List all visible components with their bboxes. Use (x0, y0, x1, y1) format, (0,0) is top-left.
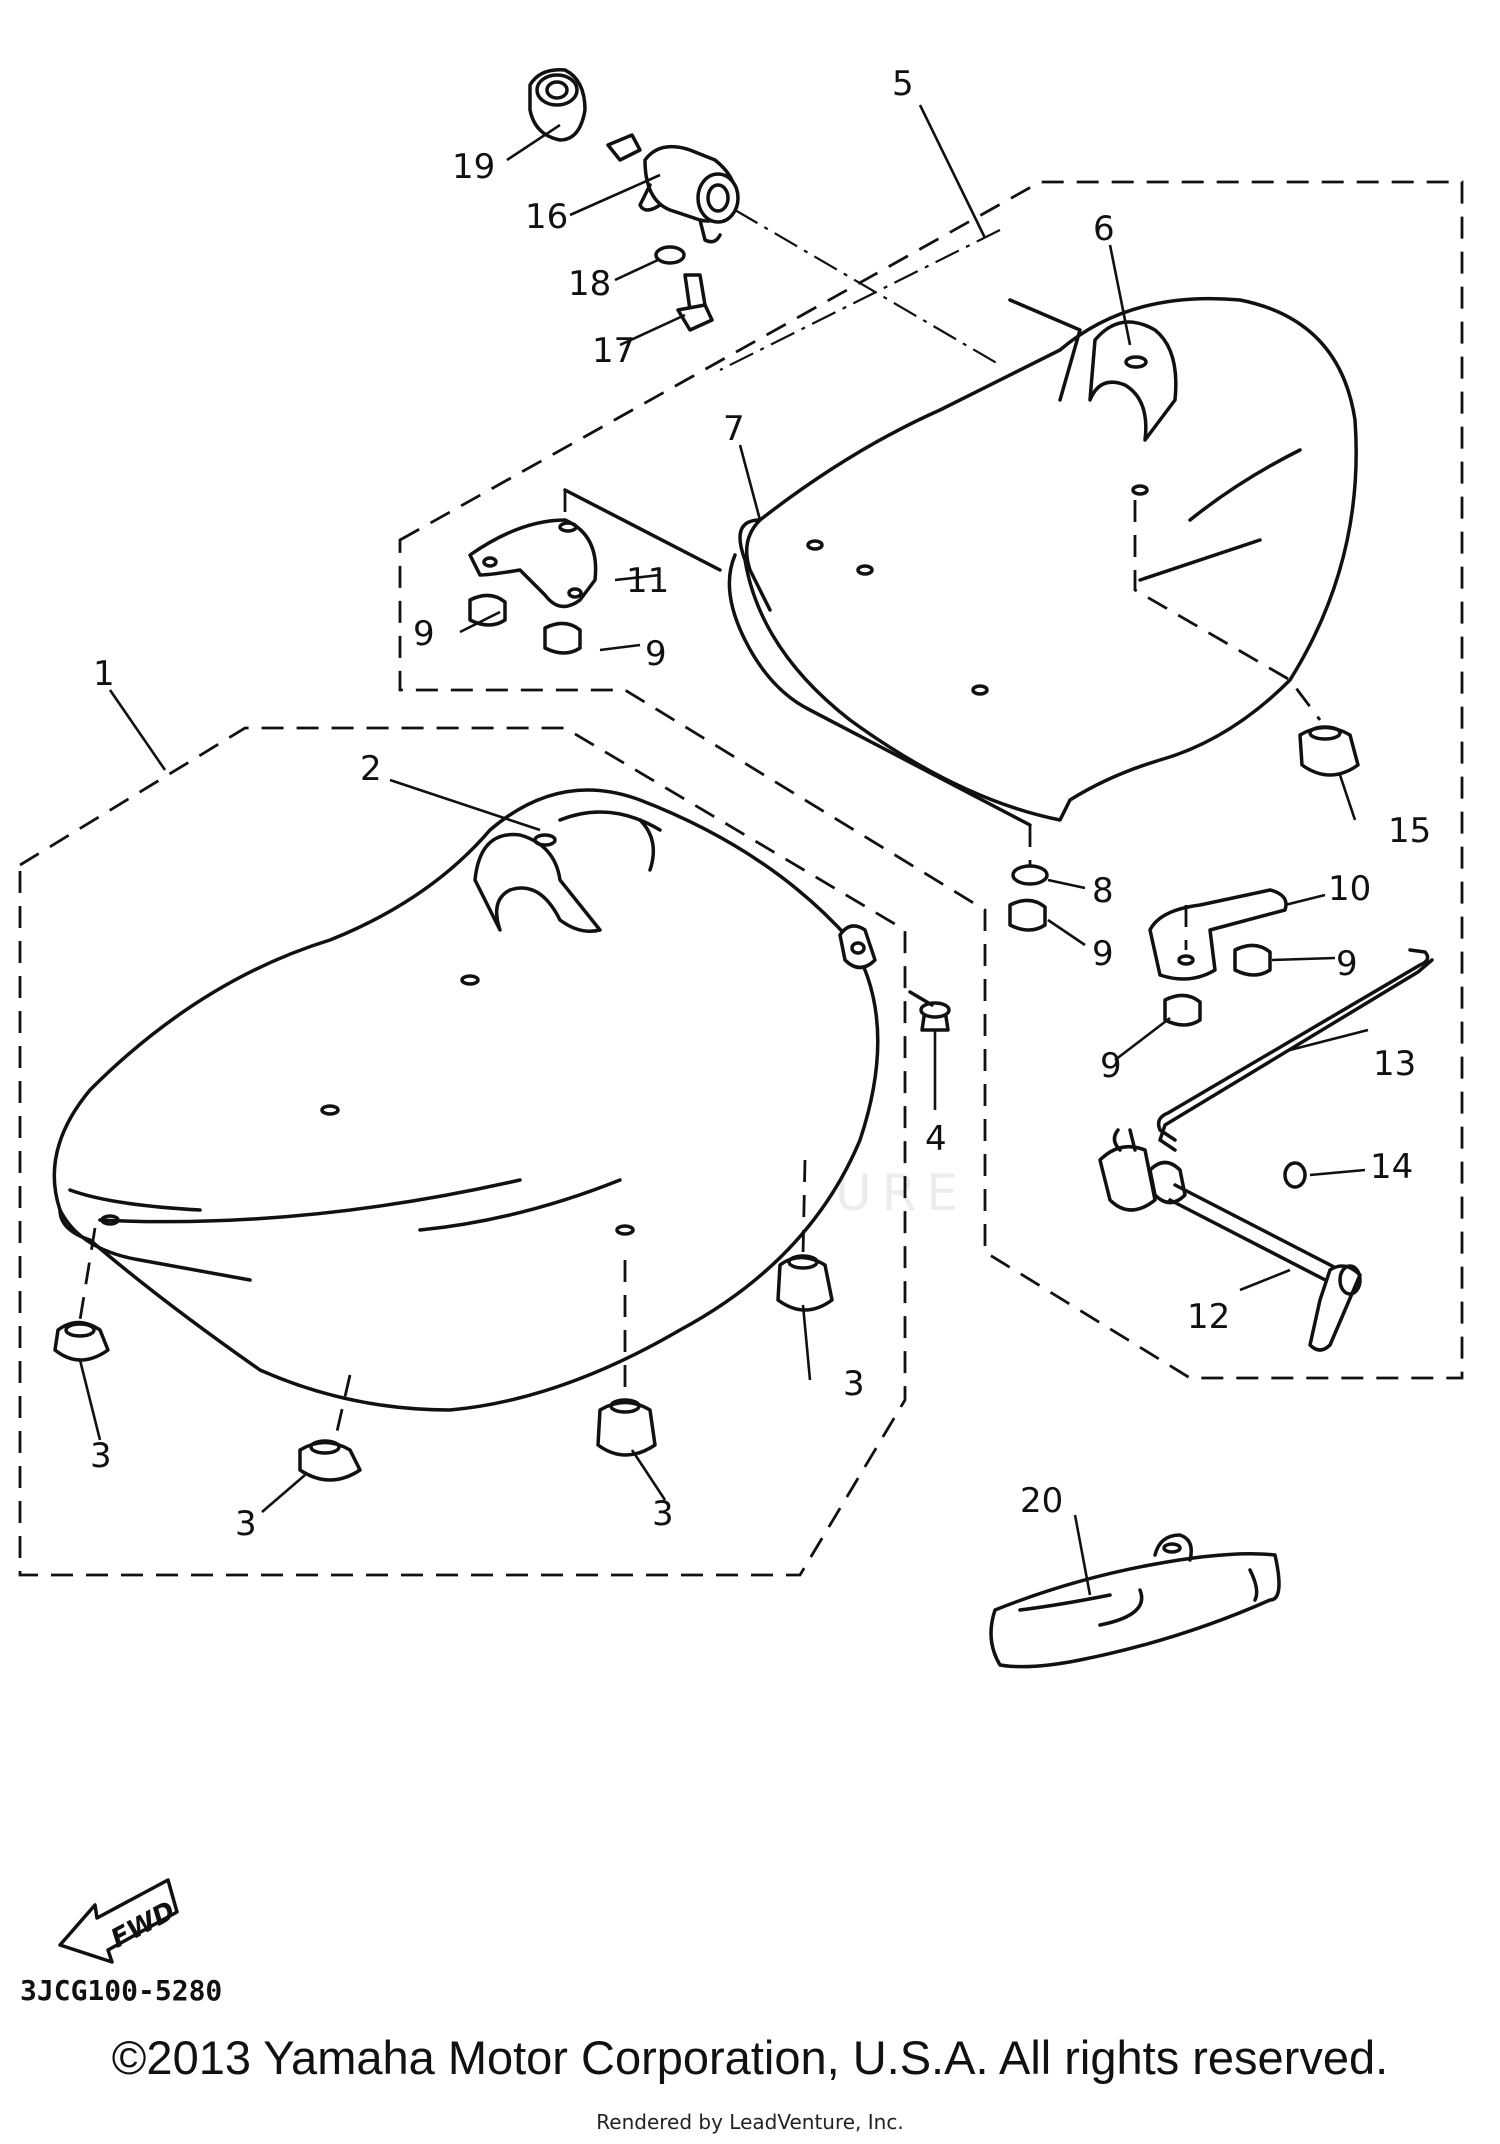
callout-8: 8 (1092, 871, 1114, 911)
callout-19: 19 (452, 147, 495, 187)
washer-part-18 (654, 245, 686, 265)
callout-1: 1 (93, 654, 115, 694)
front-seat-bracket (838, 924, 877, 970)
diagram-code: 3JCG100-5280 (20, 1974, 222, 2007)
callout-15: 15 (1388, 811, 1431, 851)
callout-12: 12 (1187, 1297, 1230, 1337)
callout-4: 4 (925, 1119, 947, 1159)
lock-cylinder-part-16 (606, 133, 740, 244)
callout-2: 2 (360, 749, 382, 789)
bracket-11-line (563, 488, 722, 572)
cap-part-19 (528, 68, 587, 142)
bolt-part-17 (676, 273, 714, 332)
callout-16: 16 (525, 197, 568, 237)
tool-pouch-part-20 (989, 1533, 1281, 1669)
callout-9a: 9 (413, 614, 435, 654)
washer-part-14 (1283, 1161, 1307, 1189)
callout-11: 11 (626, 561, 669, 601)
callout-3a: 3 (843, 1364, 865, 1404)
nut-part-9 (468, 593, 1272, 1027)
callout-9b: 9 (645, 634, 667, 674)
callout-14: 14 (1370, 1147, 1413, 1187)
callout-3d: 3 (652, 1494, 674, 1534)
callout-9e: 9 (1100, 1046, 1122, 1086)
lock-to-seat-line (734, 209, 1001, 366)
front-seat-assembly-boundary (18, 726, 907, 1577)
callout-13: 13 (1373, 1044, 1416, 1084)
rendered-by-note: Rendered by LeadVenture, Inc. (596, 2110, 904, 2134)
callout-9c: 9 (1092, 934, 1114, 974)
callout-20: 20 (1020, 1481, 1063, 1521)
front-seat (52, 788, 880, 1412)
rear-seat (727, 296, 1358, 827)
washer-part-8 (1011, 864, 1049, 886)
leader-lines (78, 104, 1369, 1596)
bolt-part-4 (908, 990, 951, 1032)
bracket-part-10 (1148, 888, 1288, 981)
fwd-arrow-icon: FWD (58, 1878, 180, 1964)
rear-seat-assembly-boundary (398, 180, 1464, 1380)
bracket-part-11 (468, 518, 598, 609)
cushion-part-3 (53, 1254, 834, 1482)
callout-3b: 3 (90, 1436, 112, 1476)
callout-18: 18 (568, 264, 611, 304)
lock-assembly-part-12 (1098, 1128, 1362, 1352)
rod-part-13 (1156, 948, 1430, 1142)
callout-7: 7 (723, 409, 745, 449)
callout-5: 5 (892, 64, 914, 104)
callout-10: 10 (1328, 869, 1371, 909)
rear-cushion-part-15 (1298, 725, 1360, 777)
callout-3c: 3 (235, 1504, 257, 1544)
cushion-guide-lines (78, 1159, 807, 1441)
copyright-notice: ©2013 Yamaha Motor Corporation, U.S.A. A… (111, 2031, 1389, 2084)
callout-17: 17 (592, 331, 635, 371)
callout-6: 6 (1093, 209, 1115, 249)
rear-cushion-guide (1133, 500, 1322, 721)
callout-labels: 19 16 18 17 5 6 7 11 9 9 1 2 4 8 9 10 9 … (90, 64, 1431, 1544)
strap-centerline (719, 229, 1001, 371)
callout-9d: 9 (1336, 944, 1358, 984)
